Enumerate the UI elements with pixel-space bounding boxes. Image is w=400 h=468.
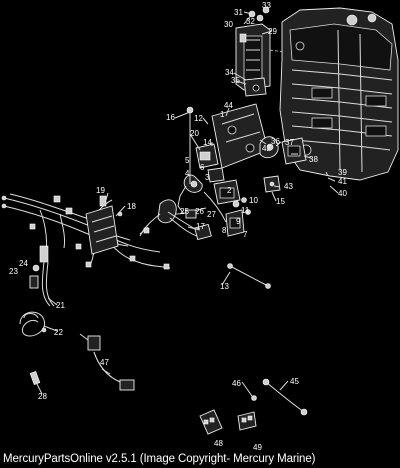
regulator-cluster <box>177 106 251 237</box>
callout-28: 28 <box>38 392 47 401</box>
callout-16: 16 <box>166 113 175 122</box>
callout-38: 38 <box>309 155 318 164</box>
coil-module <box>235 6 285 97</box>
callout-13: 13 <box>220 282 229 291</box>
callout-33: 33 <box>262 1 271 10</box>
callout-6: 6 <box>200 163 205 172</box>
callout-48: 48 <box>214 439 223 448</box>
callout-1: 1 <box>220 110 225 119</box>
callout-2: 2 <box>227 186 232 195</box>
fuse <box>29 370 41 386</box>
callout-8: 8 <box>222 226 227 235</box>
callout-39: 39 <box>338 168 347 177</box>
callout-20: 20 <box>190 129 199 138</box>
callout-9: 9 <box>236 217 241 226</box>
callout-35: 35 <box>231 76 240 85</box>
callout-labels: 1 2 3 4 5 6 7 8 9 10 11 12 13 14 15 16 1… <box>9 1 347 452</box>
callout-7: 7 <box>243 230 248 239</box>
callout-32: 32 <box>246 17 255 26</box>
callout-36: 36 <box>271 137 280 146</box>
callout-11: 11 <box>241 206 250 215</box>
callout-12: 12 <box>194 114 203 123</box>
callout-21: 21 <box>56 301 65 310</box>
callout-10: 10 <box>249 196 258 205</box>
callout-44: 44 <box>224 101 233 110</box>
callout-5: 5 <box>185 156 190 165</box>
callout-41: 41 <box>338 177 347 186</box>
callout-49: 49 <box>253 443 262 452</box>
callout-4: 4 <box>185 169 190 178</box>
callout-29: 29 <box>268 27 277 36</box>
callout-26: 26 <box>195 207 204 216</box>
callout-23: 23 <box>9 267 18 276</box>
main-wire-harness <box>1 193 171 270</box>
callout-25: 25 <box>180 207 189 216</box>
callout-34: 34 <box>225 68 234 77</box>
mounting-bracket <box>211 103 307 193</box>
harness-17 <box>139 199 212 241</box>
callout-18: 18 <box>127 202 136 211</box>
extension-harness <box>87 335 135 391</box>
cable-45 <box>251 378 308 416</box>
connectors <box>199 409 257 435</box>
callout-14: 14 <box>203 138 212 147</box>
callout-30: 30 <box>224 20 233 29</box>
callout-22: 22 <box>54 328 63 337</box>
callout-27: 27 <box>207 210 216 219</box>
callout-47: 47 <box>100 358 109 367</box>
callout-40: 40 <box>338 189 347 198</box>
callout-24: 24 <box>19 259 28 268</box>
callout-42: 42 <box>262 144 271 153</box>
callout-46: 46 <box>232 379 241 388</box>
callout-37: 37 <box>285 138 294 147</box>
leader-lines <box>35 11 339 397</box>
callout-19: 19 <box>96 186 105 195</box>
callout-15: 15 <box>276 197 285 206</box>
callout-31: 31 <box>234 8 243 17</box>
battery-cable <box>19 245 55 337</box>
callout-43: 43 <box>284 182 293 191</box>
copyright-caption: MercuryPartsOnline v2.5.1 (Image Copyrig… <box>3 453 316 465</box>
ground-strap <box>227 263 271 289</box>
callout-17: 17 <box>196 222 205 231</box>
callout-45: 45 <box>290 377 299 386</box>
callout-3: 3 <box>205 173 210 182</box>
